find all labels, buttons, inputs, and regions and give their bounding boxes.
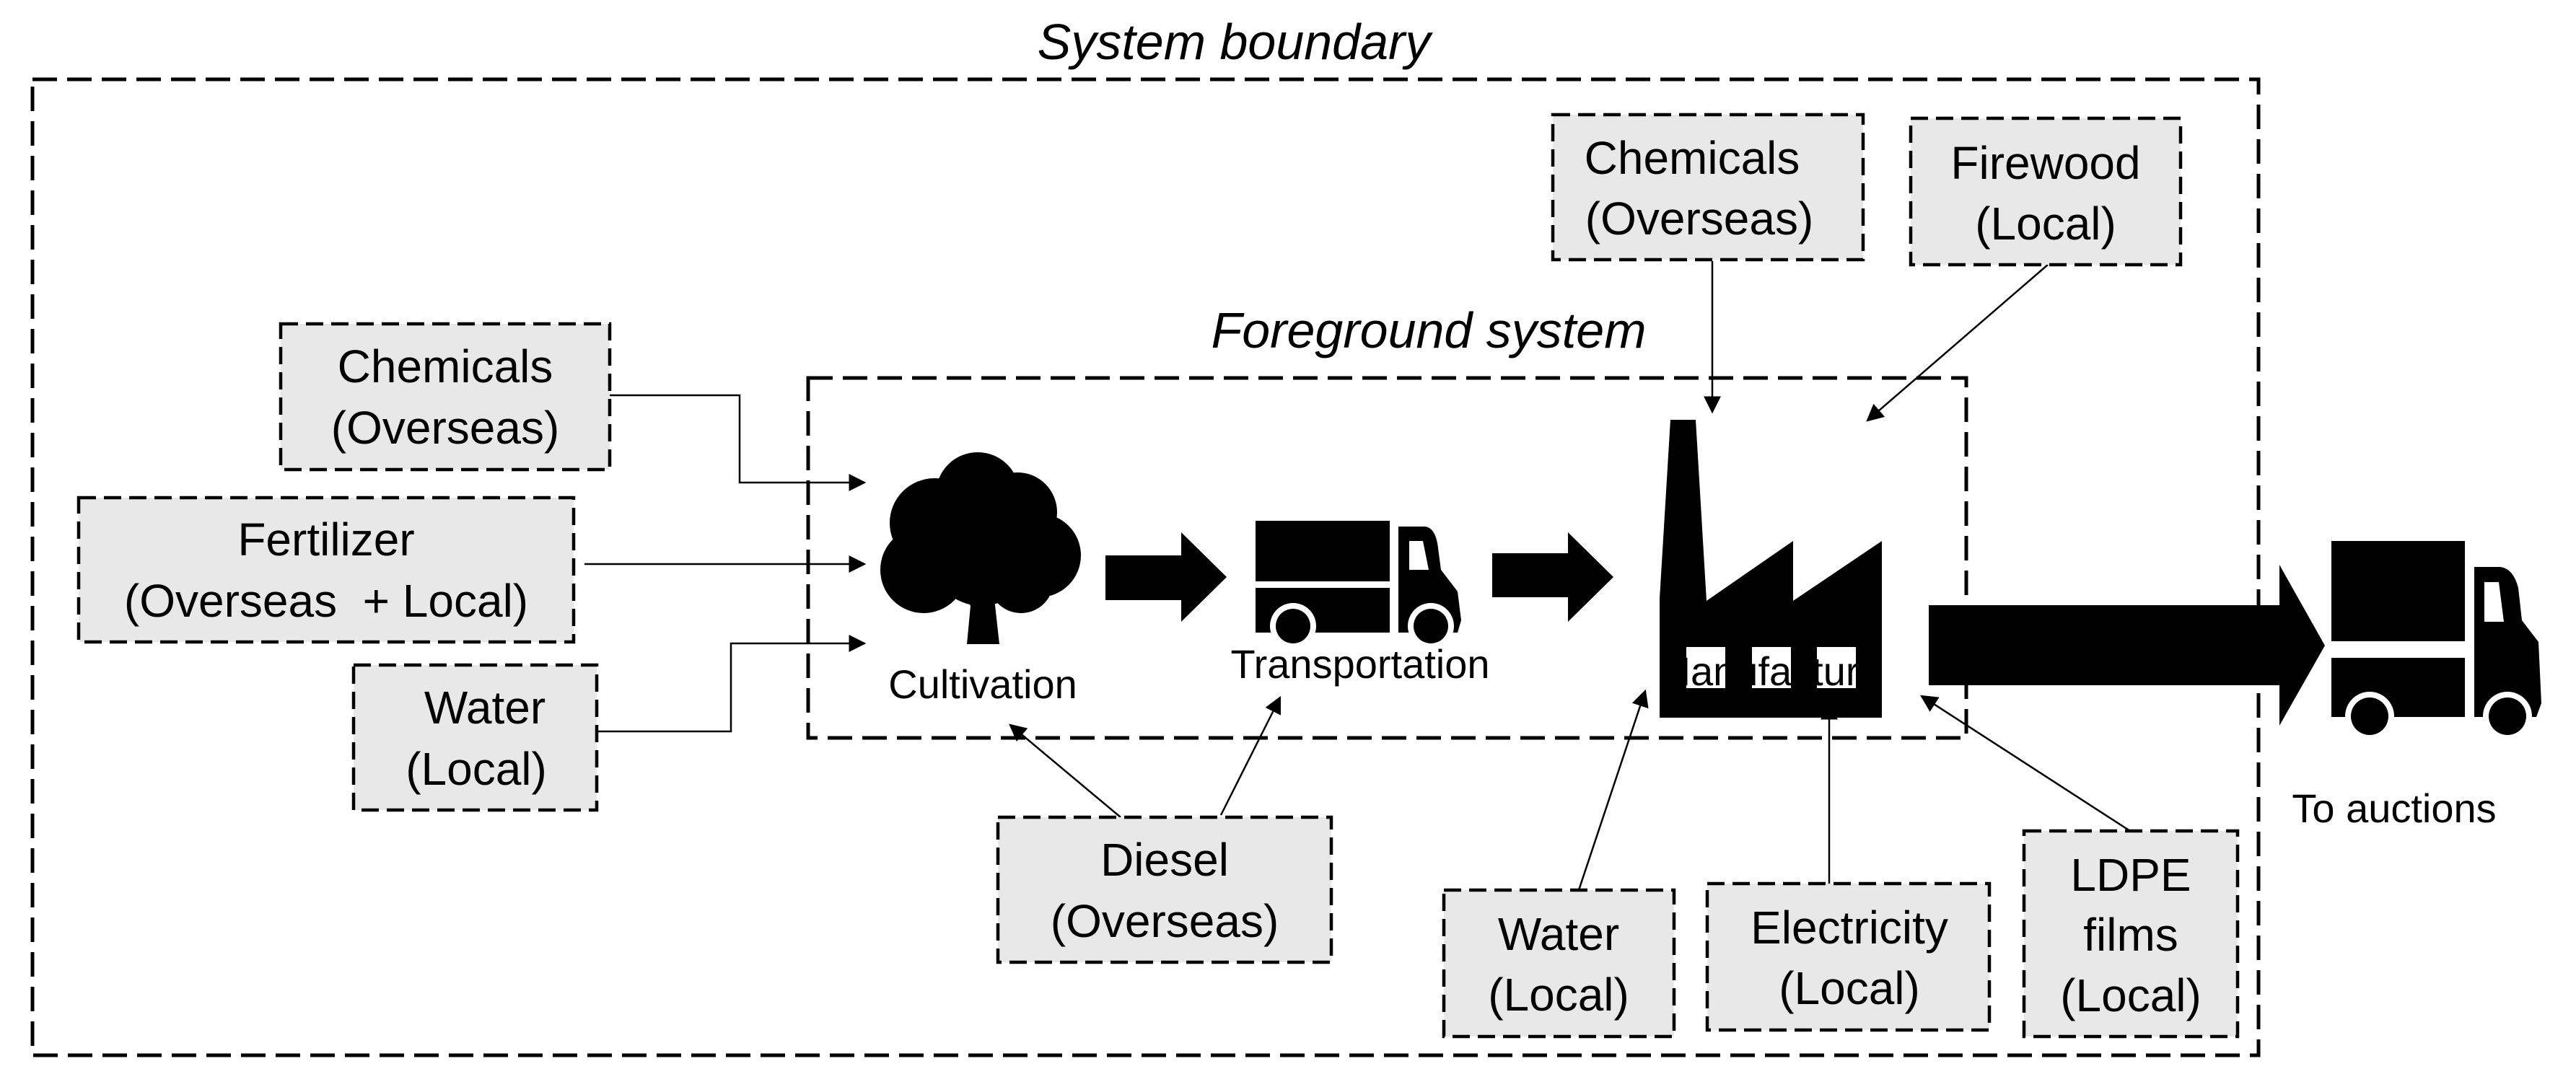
flow-water-to-cultivation <box>597 635 867 733</box>
input-label: Diesel <box>1100 834 1229 886</box>
tree-icon <box>880 452 1081 644</box>
system-boundary-label: System boundary <box>1038 14 1434 70</box>
input-box-electricity-manufacture: Electricity (Local) <box>1705 881 1992 1032</box>
flow-arrow-transport-to-manufacture <box>1492 532 1613 622</box>
input-box-ldpe-manufacture: LDPE films (Local) <box>2022 829 2240 1039</box>
flow-ldpe-to-manufacture <box>1919 695 2131 832</box>
process-label-manufacture: Manufacture <box>1657 648 1881 694</box>
input-origin: (Overseas) <box>331 402 560 454</box>
input-origin: (Local) <box>2060 969 2202 1021</box>
input-flows <box>584 261 2131 891</box>
input-origin: (Local) <box>1779 962 1920 1014</box>
input-box-diesel: Diesel (Overseas) <box>996 815 1333 964</box>
flow-chemicals-to-cultivation <box>610 394 867 491</box>
input-label: Firewood <box>1950 137 2140 189</box>
input-label: LDPE <box>2070 849 2191 901</box>
input-box-chemicals-manufacture: Chemicals (Overseas) <box>1551 113 1865 262</box>
input-label: Electricity <box>1751 902 1948 954</box>
auction-truck-icon <box>2331 541 2541 741</box>
input-box-water-manufacture: Water (Local) <box>1442 888 1676 1039</box>
truck-icon <box>1256 521 1461 649</box>
input-origin: (Local) <box>1975 198 2116 250</box>
input-label-2: films <box>2083 909 2178 961</box>
output-label-to-auctions: To auctions <box>2292 785 2496 831</box>
input-origin: (Overseas + Local) <box>124 575 528 627</box>
process-label-cultivation: Cultivation <box>888 661 1077 707</box>
factory-icon <box>1660 420 1882 718</box>
input-box-water-cultivation: Water (Local) <box>351 663 599 812</box>
flow-arrow-cultivation-to-transport <box>1105 532 1227 622</box>
input-origin: (Local) <box>1488 969 1629 1021</box>
input-label: Fertilizer <box>237 514 414 565</box>
input-origin: (Overseas) <box>1051 895 1279 947</box>
input-label: Water <box>1498 908 1619 960</box>
foreground-system-boundary <box>806 376 1968 740</box>
flow-diesel-to-transportation <box>1219 695 1282 816</box>
input-origin: (Overseas) <box>1585 193 1814 245</box>
system-boundary <box>30 77 2261 1057</box>
foreground-system-label: Foreground system <box>1211 302 1646 358</box>
flow-diesel-to-cultivation <box>1009 723 1121 818</box>
process-label-transportation: Transportation <box>1231 641 1490 687</box>
flow-water-to-manufacture <box>1577 689 1649 891</box>
input-box-firewood-manufacture: Firewood (Local) <box>1909 116 2183 267</box>
flow-arrow-to-auctions <box>1929 565 2325 726</box>
flow-firewood-to-manufacture <box>1866 264 2049 422</box>
input-label: Chemicals <box>1585 132 1800 184</box>
input-label: Chemicals <box>338 340 553 392</box>
input-box-chemicals-cultivation: Chemicals (Overseas) <box>279 322 612 472</box>
input-box-fertilizer-cultivation: Fertilizer (Overseas + Local) <box>76 496 576 644</box>
input-origin: (Local) <box>406 743 547 795</box>
input-label: Water <box>424 682 546 734</box>
